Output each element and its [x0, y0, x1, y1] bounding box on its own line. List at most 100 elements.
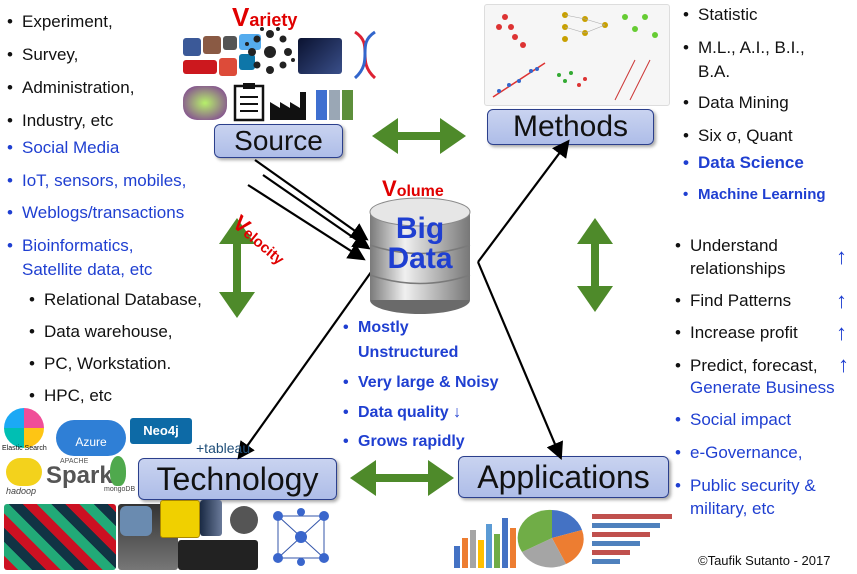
source-arrow-2 [262, 174, 371, 250]
source-item: Experiment, [7, 12, 113, 32]
source-item: Bioinformatics, [7, 236, 134, 256]
green-arrow-tech-apps [350, 460, 454, 496]
gpu-card-icon [178, 540, 258, 570]
tech-item: Relational Database, [29, 290, 202, 310]
green-arrow-source-methods [372, 118, 466, 154]
satellite-icon [298, 38, 342, 74]
apps-item: Predict, forecast, [675, 356, 818, 376]
source-arrow-3 [247, 184, 366, 261]
tech-item: PC, Workstation. [29, 354, 171, 374]
source-item: IoT, sensors, mobiles, [7, 171, 186, 191]
prop-item-cont: Unstructured [358, 344, 459, 361]
database-icon [369, 197, 471, 314]
ml-diagrams-icon [484, 4, 670, 106]
apps-item: Increase profit [675, 323, 798, 343]
methods-item-cont: B.A. [698, 62, 731, 81]
instagram-icon [203, 36, 221, 54]
hadoop-label: hadoop [6, 486, 37, 496]
prop-item: Grows rapidly [343, 432, 465, 452]
apps-item-cont: relationships [690, 259, 786, 278]
dna-icon [353, 30, 377, 80]
bar-chart-icon [454, 518, 516, 568]
big-data-line1: Big [395, 212, 445, 245]
camera-icon [223, 36, 237, 50]
source-item: Industry, etc [7, 111, 113, 131]
mongodb-logo [110, 456, 126, 486]
volume-label: Volume [382, 176, 444, 201]
technology-box: Technology [138, 458, 337, 500]
youtube-icon [183, 60, 217, 74]
mongo-label: mongoDB [104, 486, 136, 493]
apps-item: Understand [675, 236, 778, 256]
variety-label: Variety [232, 2, 298, 32]
binders-icon [316, 90, 353, 120]
elastic-search-logo [4, 408, 44, 448]
pie-chart-icon [517, 509, 584, 568]
applications-label: Applications [477, 459, 650, 495]
copyright: ©Taufik Sutanto - 2017 [698, 553, 831, 568]
up-arrow-icon: ↑ [836, 244, 847, 269]
apps-item: Find Patterns [675, 291, 791, 311]
neo4j-logo: Neo4j [130, 418, 192, 444]
mysql-db-icon [120, 506, 152, 536]
network-topology-icon [273, 508, 329, 566]
linkedin-icon [239, 54, 255, 70]
tech-item: Data warehouse, [29, 322, 172, 342]
up-arrow-icon: ↑ [838, 352, 849, 377]
source-label: Source [234, 125, 323, 156]
source-item: Survey, [7, 45, 78, 65]
methods-item: Data Mining [683, 93, 789, 113]
methods-item: M.L., A.I., B.I., [683, 38, 805, 58]
spark-logo: Spark [46, 462, 113, 489]
lab-flask-icon [183, 86, 227, 120]
up-arrow-icon: ↑ [836, 320, 847, 345]
server-tower-icon [200, 500, 222, 536]
methods-item: Statistic [683, 5, 757, 25]
apps-item: e-Governance, [675, 443, 803, 463]
source-arrow-1 [254, 159, 369, 241]
green-arrow-source-tech [219, 218, 255, 318]
big-data-title: Big Data [380, 214, 460, 274]
apps-item: Public security & [675, 476, 816, 496]
methods-box: Methods [487, 109, 654, 145]
network-dots-icon [245, 27, 295, 74]
green-arrow-methods-apps [577, 218, 613, 312]
methods-arrow [477, 139, 570, 263]
prop-item: Very large & Noisy [343, 373, 498, 393]
methods-item: Machine Learning [683, 185, 825, 205]
factory-icon [270, 92, 306, 120]
methods-label: Methods [512, 110, 629, 143]
facebook-icon [183, 38, 201, 56]
hadoop-logo [6, 458, 42, 486]
apps-item-cont: military, etc [690, 499, 775, 518]
source-item: Administration, [7, 78, 134, 98]
cluster-icon [230, 506, 258, 534]
source-box: Source [214, 124, 343, 158]
horizontal-bar-chart-icon [592, 514, 672, 564]
azure-logo: Azure [56, 420, 126, 456]
source-item: Social Media [7, 138, 119, 158]
big-data-line2: Data [387, 242, 453, 275]
prop-item: Data quality ↓ [343, 403, 461, 423]
technology-arrow [237, 252, 389, 460]
applications-box: Applications [458, 456, 669, 498]
source-item-cont: Satellite data, etc [22, 260, 153, 279]
source-item: Weblogs/transactions [7, 203, 184, 223]
apps-item: Social impact [675, 410, 791, 430]
hardware-boards-icon [4, 504, 116, 570]
applications-arrow [476, 261, 563, 461]
apps-item-blue: Generate Business [690, 378, 835, 397]
up-arrow-icon: ↑ [836, 288, 847, 313]
apache-label: APACHE [60, 458, 89, 465]
technology-label: Technology [156, 461, 319, 497]
data-cube-icon [160, 500, 200, 538]
tech-item: HPC, etc [29, 386, 112, 406]
tableau-logo: +tableau [196, 440, 251, 456]
prop-item: Mostly [343, 318, 409, 338]
elastic-label: Elastic Search [2, 445, 47, 452]
methods-item: Data Science [683, 153, 804, 173]
clipboard-icon [233, 83, 265, 122]
googleplus-icon [219, 58, 237, 76]
methods-item: Six σ, Quant [683, 126, 793, 146]
